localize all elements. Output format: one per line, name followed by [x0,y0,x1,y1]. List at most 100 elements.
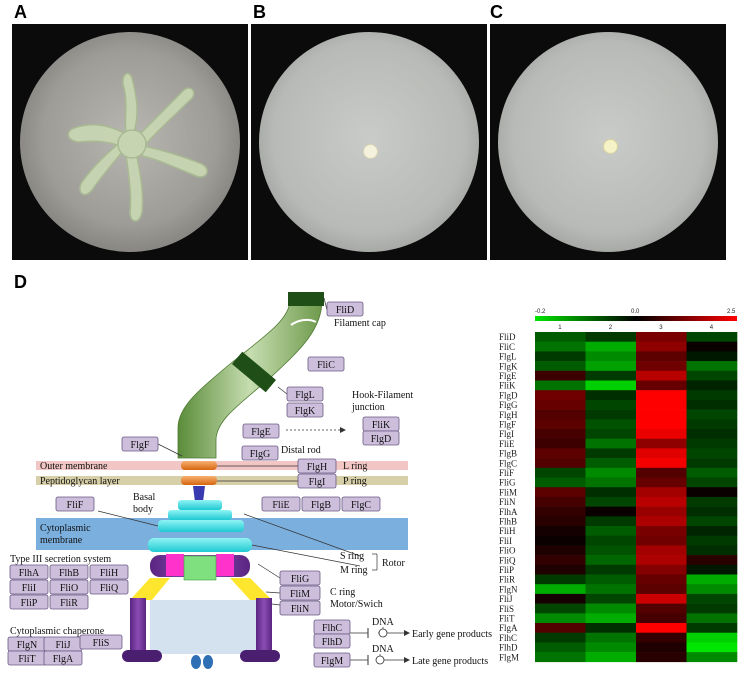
row-label-flip: FliP [499,565,514,575]
box-flii: FliI [9,579,49,595]
box-flij: FliJ [43,636,83,652]
heatmap-cell-flgm-3 [636,652,687,663]
scale-max-label: 2.5 [727,309,736,315]
heatmap-cell-flhd-2 [585,642,637,653]
connector-line [257,563,281,579]
box-flhc: FlhC [313,619,351,635]
heatmap-cell-flga-2 [585,623,637,633]
box-flic: FliC [307,356,345,372]
heatmap-cell-flhb-1 [535,516,586,527]
petri-dish-photo-a [12,24,248,260]
heatmap-cell-flgc-2 [585,458,637,469]
row-label-flgl: FlgL [499,352,517,362]
hook-junction-label: Hook-Filament [352,390,413,401]
p-ring-shape [181,476,217,485]
heatmap-cell-flid-4 [686,332,738,342]
heatmap-cell-flip-4 [686,564,738,575]
row-label-flhb: FlhB [499,517,517,527]
box-flgg: FlgG [241,445,279,461]
heatmap-cell-flhc-4 [686,632,738,643]
c-ring-foot-right [240,650,280,662]
column-label-1: 1 [558,325,562,331]
row-label-flgc: FlgC [499,458,517,468]
heatmap-cell-flih-4 [686,526,738,536]
row-label-flif: FliF [499,468,514,478]
row-label-flgm: FlgM [499,652,519,662]
heatmap-cell-flha-2 [585,506,637,517]
heatmap-cell-fliq-2 [585,555,637,566]
heatmap-cell-flgk-2 [585,361,637,372]
early-gene-label: Early gene products [412,629,492,640]
chaperone-label: Cytoplasmic chaperone [10,626,105,637]
svg-text:FliE: FliE [272,500,289,511]
dna-circle [378,628,388,638]
box-flio: FliO [49,579,89,595]
row-label-flik: FliK [499,381,516,391]
heatmap-cell-flic-1 [535,341,586,352]
svg-text:FlgB: FlgB [311,500,331,511]
row-label-flii: FliI [499,536,512,546]
heatmap-cell-flie-2 [585,438,637,449]
p-ring-label: P ring [343,476,367,487]
heatmap-cell-flis-1 [535,603,586,614]
svg-text:FliD: FliD [336,305,354,316]
heatmap-cell-flig-2 [585,477,637,488]
heatmap-cell-flgm-2 [585,652,637,663]
box-flin: FliN [279,600,321,616]
heatmap-cell-flgf-3 [636,419,687,430]
distal-rod-label: Distal rod [281,445,321,456]
heatmap-row-labels: FliDFliCFlgLFlgKFlgEFliKFlgDFlgGFlgHFlgF… [499,332,519,662]
petri-dish-photo-c [490,24,726,260]
heatmap-cell-flij-1 [535,593,586,604]
filament-cap-label: Filament cap [334,318,386,329]
box-flgn: FlgN [7,636,47,652]
connector-line [277,386,288,395]
svg-text:FlgG: FlgG [250,449,271,460]
heatmap-cell-flgh-1 [535,409,586,420]
heatmap-cell-flid-1 [535,332,586,342]
heatmap-cell-flii-2 [585,535,637,546]
heatmap-cell-flgc-1 [535,458,586,469]
row-label-flhd: FlhD [499,643,518,653]
point-colony [363,144,378,159]
basal-body-label: Basal [133,492,155,503]
heatmap-cell-flig-4 [686,477,738,488]
heatmap-cell-flir-4 [686,574,738,585]
heatmap-cell-flga-3 [636,623,687,633]
svg-text:FliK: FliK [372,420,391,431]
heatmap-cell-flin-2 [585,496,637,507]
heatmap-cell-flgn-2 [585,584,637,595]
svg-text:FliQ: FliQ [100,583,119,594]
svg-text:FliS: FliS [93,638,110,649]
hook-junction-shape [232,351,276,393]
column-label-2: 2 [609,325,613,331]
flagellum-diagram: Outer membrane Peptidoglycan layer Cytop… [7,292,492,669]
heatmap-cell-flgh-2 [585,409,637,420]
heatmap-cell-flgh-3 [636,409,687,420]
heatmap-cell-flgc-3 [636,458,687,469]
scale-min-label: -0.2 [535,309,546,315]
heatmap-cell-flhd-1 [535,642,586,653]
heatmap-cell-flgg-1 [535,399,586,410]
l-ring-shape [181,461,217,470]
svg-text:FlgE: FlgE [251,427,270,438]
cytoplasmic-membrane-label-2: membrane [40,535,83,546]
c-ring-leg-left [130,598,146,656]
row-label-flij: FliJ [499,594,513,604]
peptidoglycan-label: Peptidoglycan layer [40,476,120,487]
heatmap-cell-flgd-3 [636,390,687,401]
color-scale-bar [535,316,737,321]
heatmap-cell-flgl-3 [636,351,687,362]
heatmap-cell-flit-1 [535,613,586,624]
heatmap-cell-fliq-3 [636,555,687,566]
heatmap-cell-flgh-4 [686,409,738,420]
row-label-flgf: FlgF [499,420,516,430]
heatmap-cell-flhb-3 [636,516,687,527]
basal-ring-1 [178,500,222,510]
box-fliq: FliQ [89,579,129,595]
arrow-head [404,657,410,663]
svg-text:FlgM: FlgM [321,656,343,667]
box-flis: FliS [79,634,123,650]
heatmap-cell-flgn-3 [636,584,687,595]
c-ring-label: C ring [330,587,355,598]
